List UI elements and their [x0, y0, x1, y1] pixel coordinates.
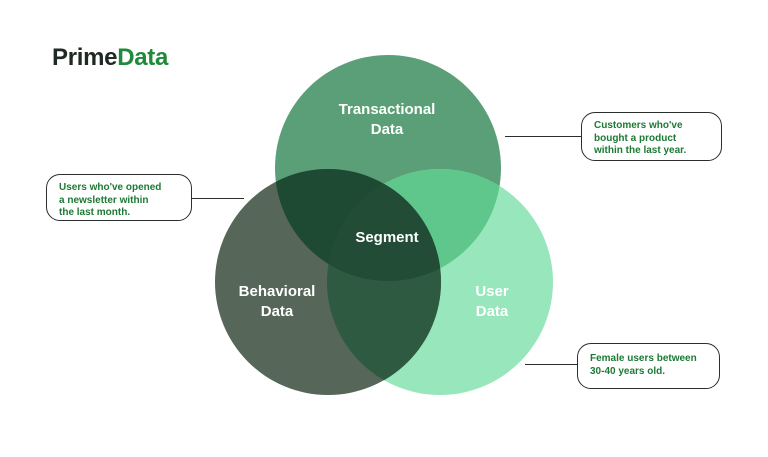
transactional-callout-connector	[505, 136, 581, 138]
transactional-label-line1: Transactional	[339, 101, 436, 118]
behavioral-callout-line: the last month.	[59, 207, 131, 218]
behavioral-callout-line: Users who've opened	[59, 182, 162, 193]
behavioral-label-line2: Data	[261, 303, 294, 320]
user-label-line2: Data	[476, 303, 509, 320]
transactional-callout: Customers who've bought a product within…	[581, 112, 722, 161]
behavioral-callout-line: a newsletter within	[59, 194, 149, 206]
behavioral-callout-connector	[191, 198, 244, 200]
user-callout-connector	[525, 364, 578, 366]
user-callout-line: 30-40 years old.	[590, 365, 666, 377]
logo-data-text: Data	[117, 44, 169, 71]
user-callout-line: Female users between	[590, 353, 697, 364]
segment-label: Segment	[355, 229, 418, 246]
transactional-callout-line: within the last year.	[594, 145, 687, 156]
behavioral-callout: Users who've opened a newsletter within …	[46, 174, 192, 221]
logo-prime-text: Prime	[52, 44, 118, 71]
user-callout: Female users between 30-40 years old.	[577, 343, 720, 389]
logo: PrimeData	[52, 44, 168, 72]
behavioral-label-line1: Behavioral	[239, 283, 316, 300]
transactional-callout-line: Customers who've	[594, 120, 683, 131]
transactional-label-line2: Data	[371, 121, 404, 138]
segment-overlap	[327, 169, 441, 281]
user-label-line1: User	[475, 283, 509, 300]
transactional-callout-line: bought a product	[594, 132, 677, 144]
